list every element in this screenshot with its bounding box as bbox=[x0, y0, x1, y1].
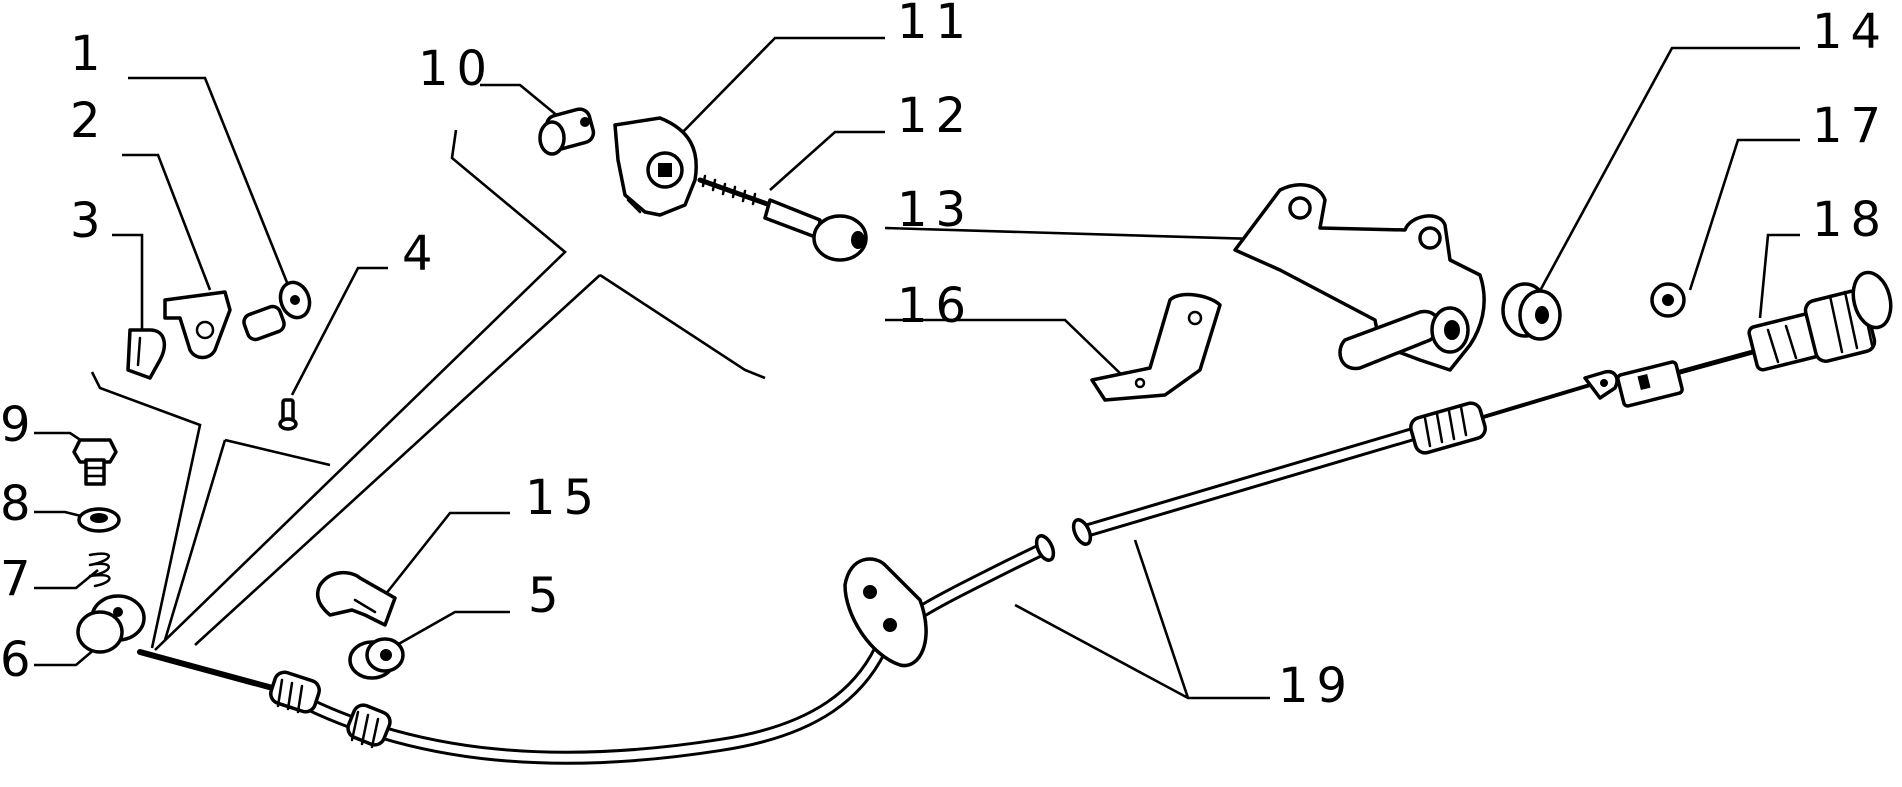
leader-16 bbox=[885, 318, 1126, 379]
part-9-bolt bbox=[72, 438, 118, 486]
part-8-washer bbox=[77, 507, 121, 533]
callout-6: 6 bbox=[0, 632, 39, 688]
leader-6 bbox=[34, 647, 97, 667]
part-16-angle-bracket bbox=[1090, 292, 1222, 402]
part-13-lever-bracket bbox=[1233, 183, 1486, 372]
callout-16: 16 bbox=[897, 278, 974, 334]
callout-labels: 1 2 3 4 5 6 7 8 9 10 11 12 13 14 15 16 1… bbox=[0, 0, 1889, 714]
callout-15: 15 bbox=[525, 470, 602, 526]
leader-7 bbox=[34, 568, 99, 590]
part-7-spring bbox=[88, 552, 111, 588]
leader-14 bbox=[1533, 46, 1800, 301]
callout-12: 12 bbox=[897, 88, 974, 144]
callout-14: 14 bbox=[1812, 4, 1889, 60]
bracket-top bbox=[154, 129, 766, 651]
callout-8: 8 bbox=[0, 476, 39, 532]
leader-17 bbox=[1688, 138, 1800, 291]
callout-3: 3 bbox=[70, 193, 109, 249]
cable-cut-end-b bbox=[1071, 518, 1093, 546]
cable-end-rod bbox=[137, 649, 283, 693]
part-15-clip bbox=[316, 570, 397, 627]
cable-ferrule-upper bbox=[1409, 401, 1487, 455]
leader-8 bbox=[34, 510, 86, 519]
cable-ferrule-lower-2 bbox=[346, 703, 392, 749]
bracket-lines bbox=[90, 129, 766, 651]
leader-4 bbox=[290, 266, 388, 396]
callout-19: 19 bbox=[1278, 658, 1355, 714]
callout-2: 2 bbox=[70, 93, 109, 149]
leader-10 bbox=[480, 83, 566, 124]
leader-5 bbox=[387, 610, 510, 652]
cable-ferrule-lower-1 bbox=[269, 670, 321, 714]
part-14-grommet bbox=[1501, 282, 1562, 341]
part-10-roller bbox=[538, 107, 596, 156]
part-5-bush bbox=[348, 637, 405, 680]
cable-grommet bbox=[843, 557, 928, 668]
part-12-rod bbox=[697, 174, 868, 262]
part-17-ring bbox=[1650, 282, 1686, 318]
part-3-clip bbox=[126, 328, 167, 380]
part-6-cap bbox=[76, 594, 146, 654]
leader-lines bbox=[34, 36, 1800, 700]
leader-11 bbox=[674, 36, 885, 141]
callout-9: 9 bbox=[0, 397, 39, 453]
part-4-screw bbox=[278, 398, 298, 431]
part-11-selector bbox=[613, 116, 698, 217]
callout-18: 18 bbox=[1812, 192, 1889, 248]
cable-sheath-upper-inner bbox=[1078, 428, 1424, 536]
part-18-cable-end bbox=[1616, 270, 1893, 408]
callout-7: 7 bbox=[0, 551, 39, 607]
part-2-bracket bbox=[163, 290, 232, 360]
cable-assembly bbox=[137, 369, 1619, 765]
cable-inner-wire bbox=[1478, 383, 1592, 420]
leader-1 bbox=[128, 76, 292, 291]
callout-4: 4 bbox=[402, 226, 441, 282]
leader-2 bbox=[122, 153, 212, 291]
cable-sheath-lower-inner bbox=[296, 544, 1049, 762]
leader-13 bbox=[884, 226, 1291, 242]
leader-19 bbox=[1014, 539, 1270, 700]
cable-sheath-lower bbox=[293, 541, 1052, 765]
callout-10: 10 bbox=[418, 41, 495, 97]
leader-12 bbox=[769, 130, 885, 191]
leader-18 bbox=[1758, 233, 1800, 319]
part-1-bushing bbox=[242, 280, 312, 342]
callout-1: 1 bbox=[70, 26, 109, 82]
leader-3 bbox=[112, 233, 144, 345]
bracket-left bbox=[90, 371, 331, 649]
cable-eye-end bbox=[1583, 369, 1619, 400]
callout-11: 11 bbox=[897, 0, 974, 50]
leader-15 bbox=[383, 511, 510, 596]
callout-5: 5 bbox=[528, 568, 567, 624]
cable-cut-end-a bbox=[1034, 534, 1056, 562]
callout-17: 17 bbox=[1812, 98, 1889, 154]
